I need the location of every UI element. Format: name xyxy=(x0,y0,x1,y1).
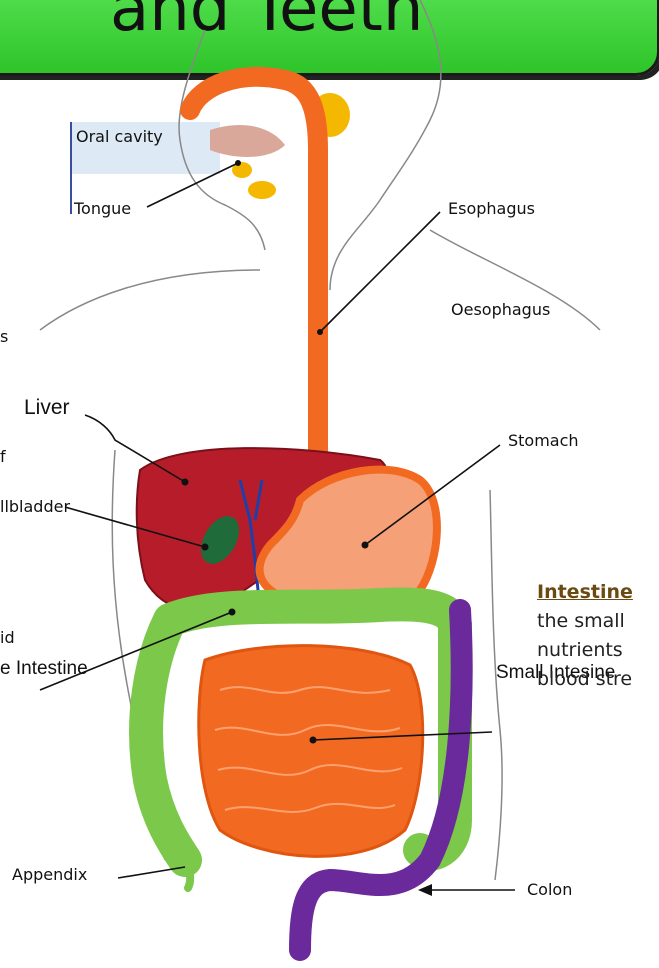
left-fragment-b: f xyxy=(0,447,6,466)
info-heading: Intestine xyxy=(537,578,633,607)
label-liver: Liver xyxy=(24,396,70,420)
info-line-3: blood stre xyxy=(537,665,633,694)
left-fragment-a: s xyxy=(0,327,8,346)
colon-arrow-head xyxy=(418,884,432,896)
label-esophagus: Esophagus xyxy=(448,199,535,218)
label-gallbladder: llbladder xyxy=(0,497,70,516)
label-oral-cavity: Oral cavity xyxy=(76,127,163,146)
appendix-shape xyxy=(185,860,190,888)
label-appendix: Appendix xyxy=(12,865,87,884)
label-large-intestine: e Intestine xyxy=(0,658,88,680)
tongue-shape xyxy=(210,125,285,157)
small-intestine-shape xyxy=(199,646,423,857)
label-tongue: Tongue xyxy=(74,199,131,218)
info-line-2: nutrients xyxy=(537,636,633,665)
label-oesophagus: Oesophagus xyxy=(451,300,550,319)
label-stomach: Stomach xyxy=(508,431,579,450)
ascending-colon-shape xyxy=(146,620,185,860)
left-fragment-c: id xyxy=(0,628,15,647)
label-colon: Colon xyxy=(527,880,572,899)
info-text-block: Intestine the small nutrients blood stre xyxy=(537,578,633,694)
info-line-1: the small xyxy=(537,607,633,636)
